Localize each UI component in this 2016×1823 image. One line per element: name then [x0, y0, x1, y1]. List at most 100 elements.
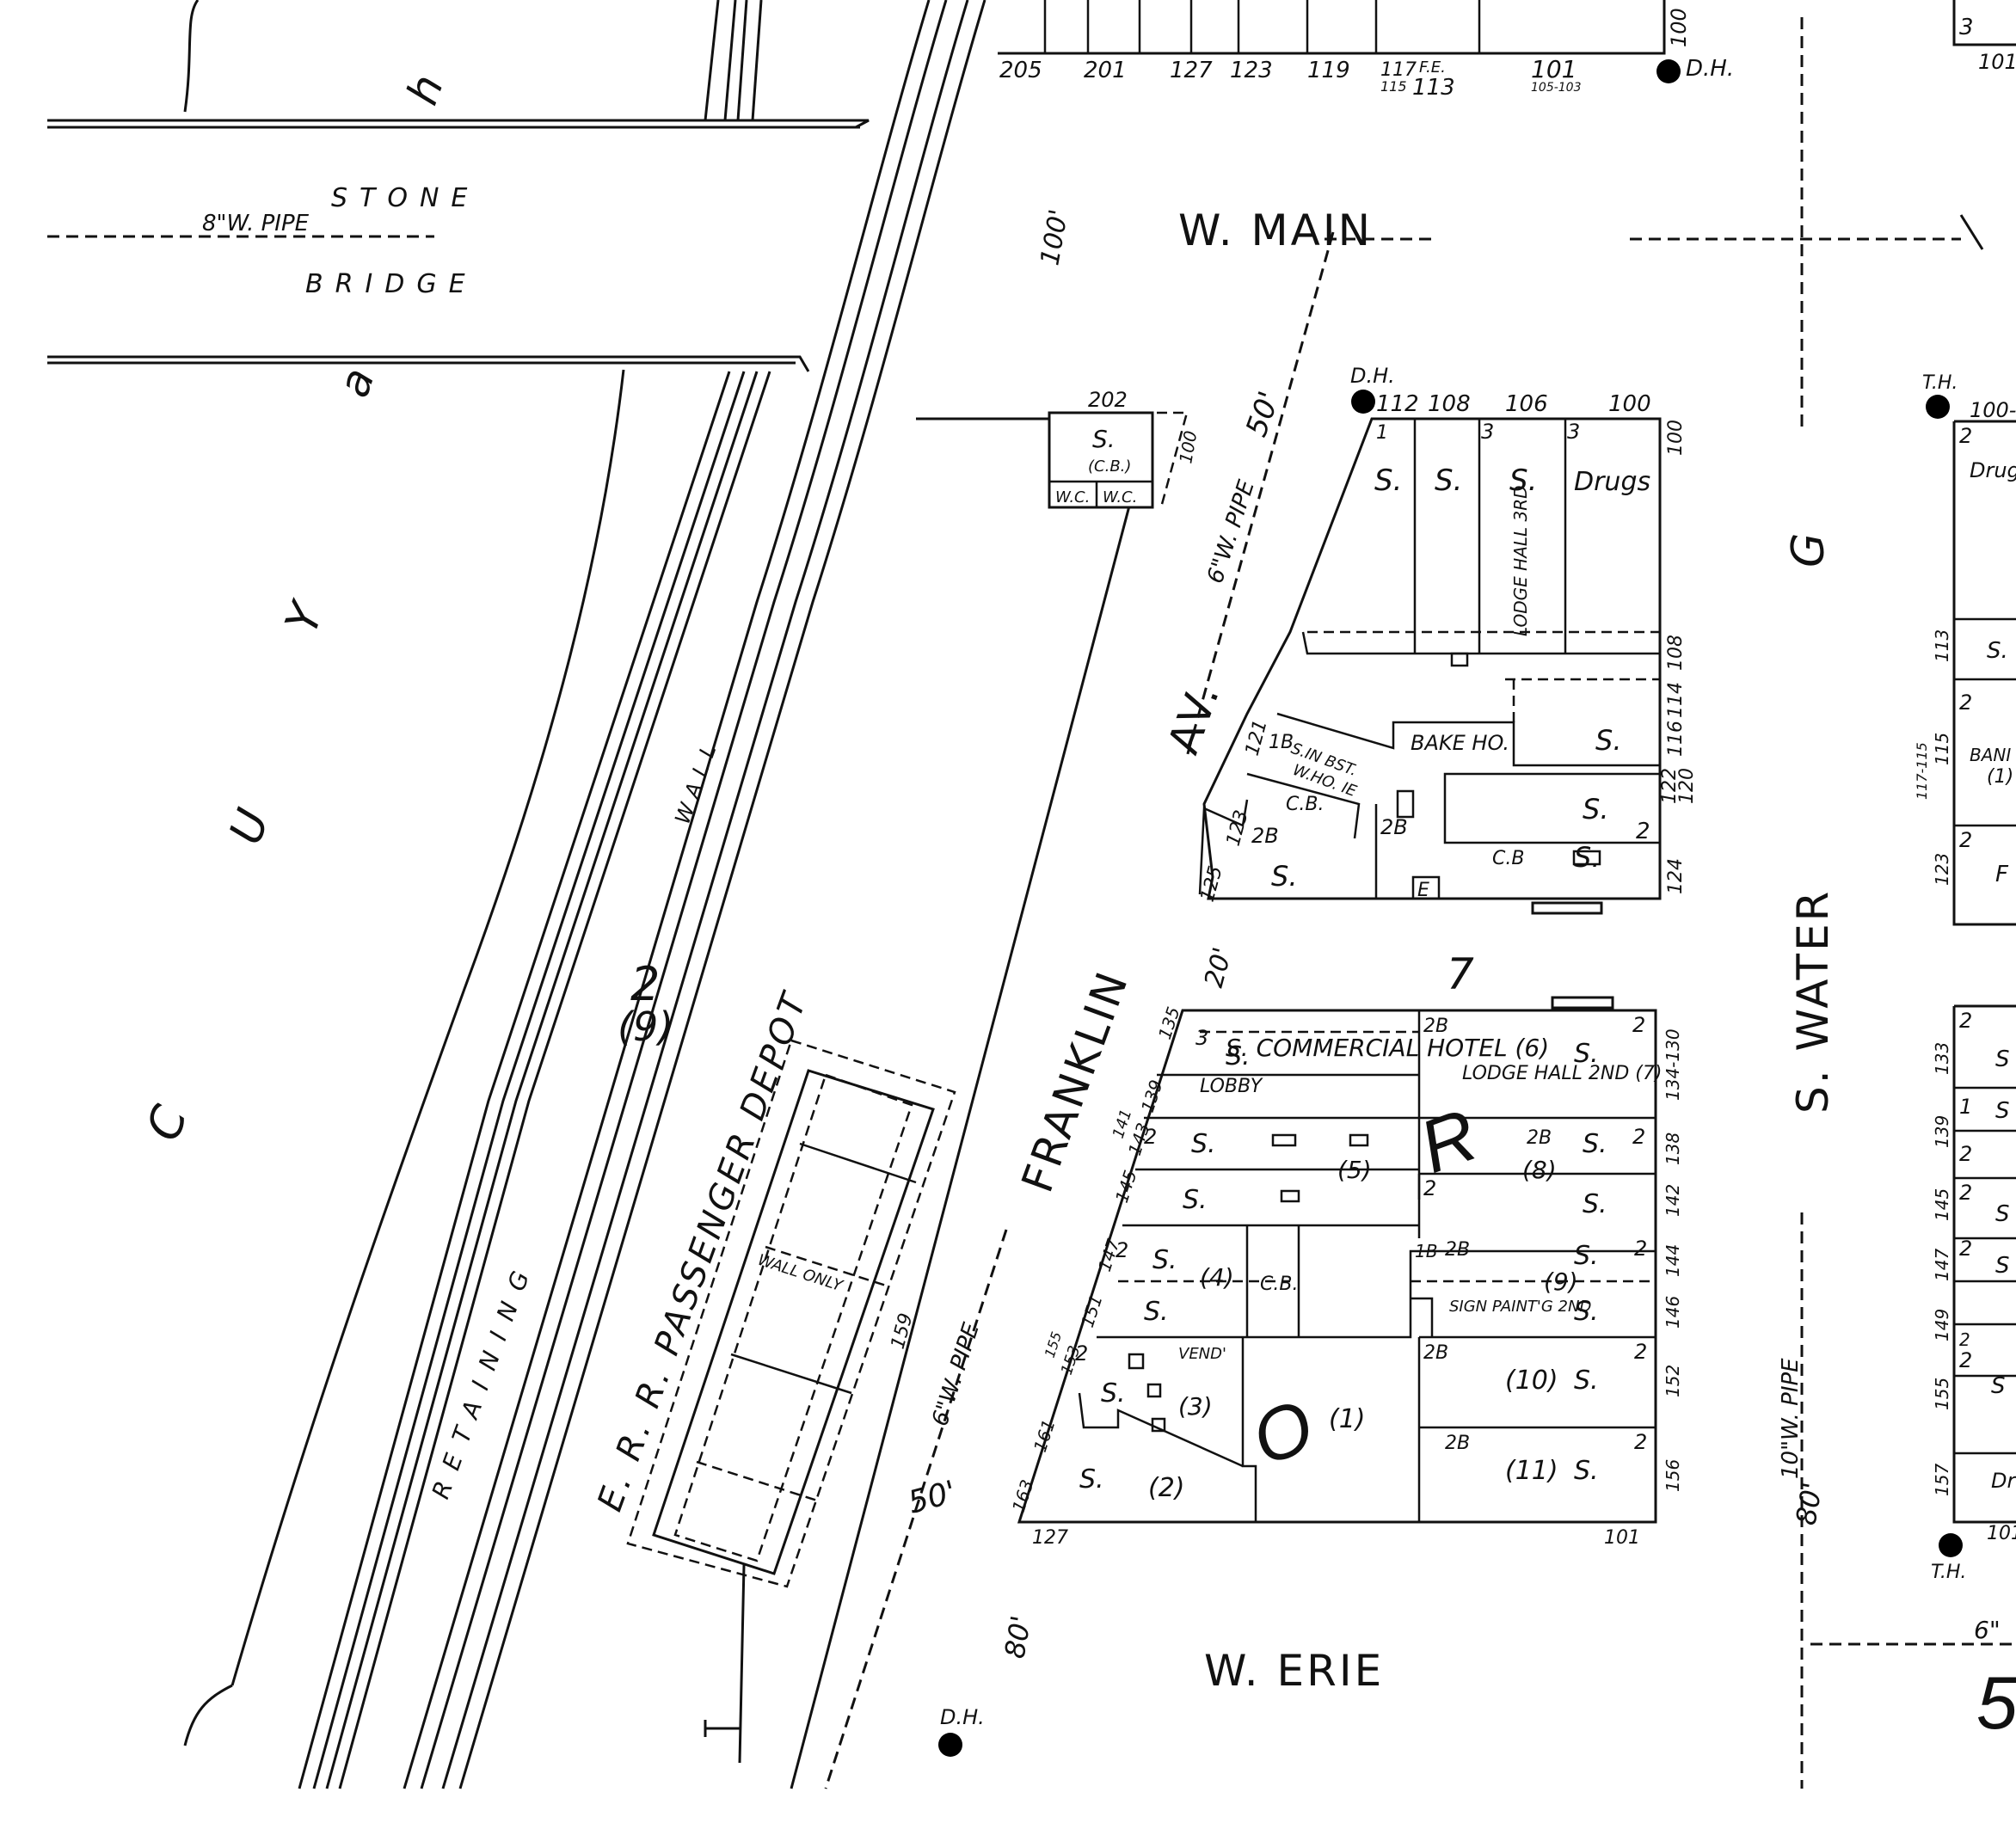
top-number-127: 127: [1170, 58, 1213, 83]
width-franklin-top: 50': [1239, 387, 1288, 441]
bridge-label-stone: STONE: [331, 183, 479, 213]
lower-floor-2b-2: 2B: [1527, 1127, 1552, 1149]
upper-store-8: S.: [1271, 860, 1297, 893]
upper-store-5: S.: [1595, 724, 1621, 757]
top-number-100: 100: [1667, 8, 1691, 47]
lower-store-4: S.: [1144, 1297, 1169, 1327]
bldg-202-depth: 100: [1175, 429, 1201, 465]
upper-side-120: 120: [1676, 768, 1698, 804]
lower-store-11: S.: [1574, 1297, 1599, 1327]
lower-vend: VEND': [1178, 1345, 1226, 1363]
lower-number-156: 156: [1663, 1459, 1683, 1492]
right-floor-4: 2: [1959, 1009, 1972, 1033]
upper-block: 112 108 106 100 100 108 114 116 120 122 …: [1197, 391, 1698, 915]
hydrant-top-label: D.H.: [1686, 56, 1734, 82]
hydrant-top: [1656, 59, 1681, 83]
lower-unit-10: (10): [1505, 1366, 1558, 1396]
lower-floor-2-6: 2: [1423, 1176, 1436, 1200]
top-number-113: 113: [1412, 75, 1455, 101]
right-label-unit-1: (1): [1987, 766, 2013, 788]
right-floor-10: 2: [1959, 1329, 1970, 1350]
right-floor-5: 2: [1959, 1237, 1972, 1261]
right-floor-6: 1: [1959, 1095, 1972, 1119]
right-floor-2: 2: [1959, 691, 1972, 715]
top-number-117: 117: [1380, 59, 1417, 81]
lower-skylight-6: [1151, 1417, 1166, 1433]
right-block: 100- 101 113 115 117-115 123 133 139 145…: [1914, 0, 2016, 1544]
bldg-202-wc2: W.C.: [1103, 488, 1137, 506]
lower-store-12: S.: [1574, 1366, 1599, 1396]
lower-unit-5: (5): [1337, 1156, 1372, 1184]
upper-floor-2: 2: [1636, 819, 1650, 844]
lower-skylight-1: [1271, 1133, 1297, 1147]
right-label-s-5: S: [1995, 1253, 2010, 1279]
lower-lobby: LOBBY: [1200, 1076, 1263, 1097]
lower-number-134-130: 134-130: [1663, 1028, 1683, 1101]
lower-number-144: 144: [1663, 1244, 1683, 1277]
width-alley: 20': [1199, 944, 1238, 991]
upper-number-112: 112: [1376, 391, 1419, 417]
lower-unit-2: (2): [1148, 1473, 1185, 1503]
lower-store-14: S.: [1226, 1041, 1251, 1071]
lower-skylight-4: [1128, 1353, 1145, 1370]
lower-floor-2-5: 2: [1634, 1430, 1647, 1454]
lower-number-152: 152: [1663, 1365, 1683, 1397]
bldg-202-store: S.: [1092, 425, 1116, 453]
right-label-dr: Dr: [1991, 1469, 2016, 1493]
width-franklin-bottom: 50': [905, 1475, 960, 1521]
lower-floor-3: 3: [1195, 1026, 1208, 1050]
pipe-label-water: 10"W. PIPE: [1778, 1358, 1804, 1479]
lower-store-13: S.: [1574, 1456, 1599, 1486]
upper-number-100: 100: [1608, 391, 1651, 417]
hydrant-upper-block: [1351, 390, 1375, 414]
pipe-label-franklin-lower: 6"W. PIPE: [927, 1319, 985, 1429]
upper-bake-house: BAKE HO.: [1411, 731, 1509, 755]
upper-store-3: S.: [1509, 463, 1537, 498]
upper-store-7: S.: [1574, 841, 1600, 874]
upper-lodge-hall: LODGE HALL 3RD: [1510, 485, 1531, 636]
upper-side-122: 122: [1659, 768, 1681, 804]
right-floor-7: 2: [1959, 1142, 1972, 1166]
skylight-1: [1396, 789, 1415, 819]
right-number-101-bottom: 101: [1987, 1523, 2016, 1544]
width-erie: 80': [998, 1613, 1037, 1660]
upper-elevator-e: E: [1417, 880, 1429, 901]
w-main-corner-mark: [1959, 214, 1984, 250]
right-label-s-6: S: [1991, 1373, 2006, 1399]
width-water: 80': [1789, 1480, 1829, 1527]
lower-skylight-5: [1146, 1383, 1162, 1398]
street-franklin-av: AV.: [1159, 676, 1230, 760]
top-block: 205 201 127 123 119 117 113 101 100 115 …: [998, 0, 1691, 101]
right-number-149: 149: [1932, 1309, 1952, 1341]
railroad-tracks: [298, 0, 1150, 1789]
lower-skylight-2: [1349, 1133, 1369, 1147]
bldg-202-cb: (C.B.): [1088, 457, 1131, 476]
top-number-123: 123: [1230, 58, 1273, 83]
top-small-105-103: 105-103: [1531, 81, 1582, 95]
depot-stub-lines: [704, 1564, 746, 1764]
right-floor-9: 2: [1959, 1348, 1972, 1372]
right-number-157: 157: [1932, 1464, 1952, 1496]
river-letter-a: a: [329, 361, 384, 403]
right-number-100: 100-: [1970, 398, 2016, 422]
stone-bridge: STONE 8"W. PIPE BRIDGE: [47, 183, 479, 299]
elevator-box: [1411, 875, 1441, 900]
depot-number: 159: [888, 1311, 918, 1352]
street-w-erie: W. ERIE: [1204, 1646, 1384, 1696]
top-number-205: 205: [999, 58, 1042, 83]
upper-floor-1: 1: [1376, 422, 1388, 444]
lower-floor-2-8: 2: [1116, 1238, 1128, 1262]
right-number-113: 113: [1932, 629, 1952, 662]
small-building-202: 202 S. (C.B.) W.C. W.C. 100: [916, 388, 1202, 509]
street-s-water: S. WATER: [1788, 889, 1838, 1114]
lower-unit-3: (3): [1178, 1392, 1213, 1421]
river-banks: [47, 0, 870, 1746]
lower-number-138: 138: [1663, 1132, 1683, 1165]
upper-side-100: 100: [1665, 420, 1687, 456]
right-label-s-3: S: [1995, 1098, 2010, 1124]
upper-store-1: S.: [1374, 463, 1402, 498]
wall-label: WALL: [670, 733, 723, 827]
lower-floor-2b-4: 2B: [1423, 1342, 1448, 1364]
top-number-101: 101: [1531, 55, 1577, 83]
